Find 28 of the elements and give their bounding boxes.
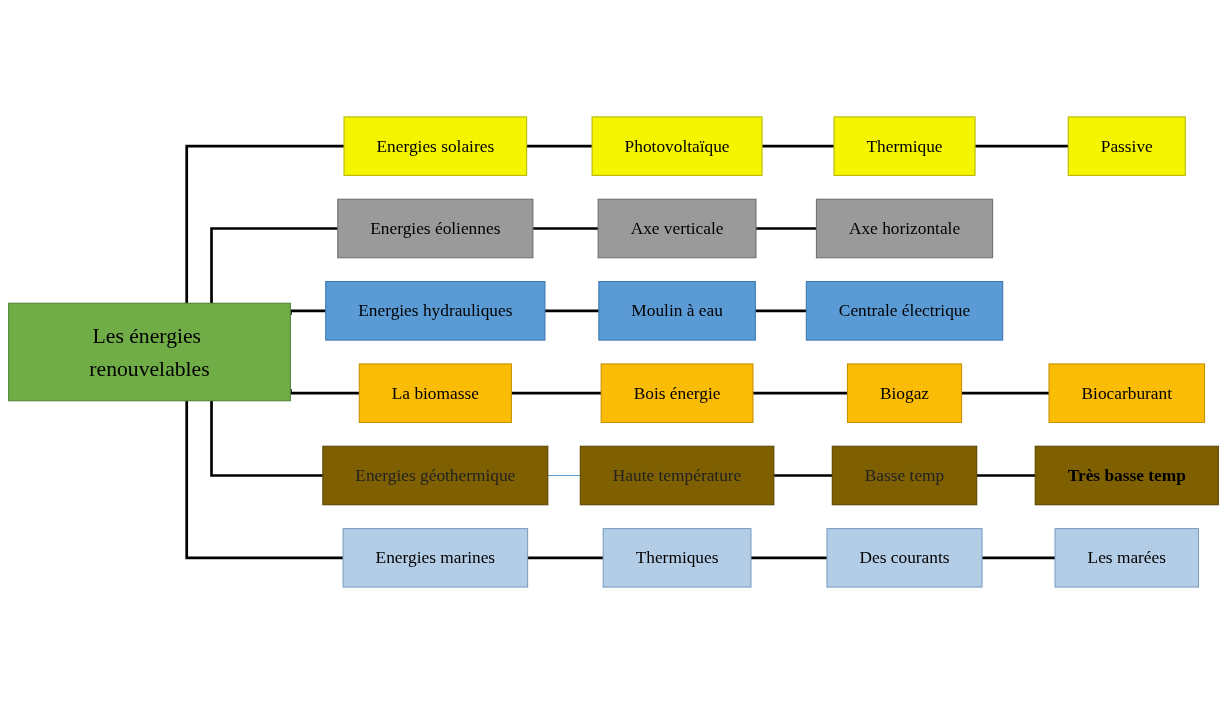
node-box: Très basse temp	[1034, 445, 1219, 506]
connector	[210, 400, 323, 477]
node-box: Thermiques	[602, 528, 752, 588]
connector	[185, 400, 344, 560]
node-box: Energies éoliennes	[337, 198, 534, 259]
connector	[185, 144, 345, 304]
node-box: Basse temp	[831, 445, 978, 506]
node-box: Bois énergie	[600, 363, 754, 423]
node-box: Moulin à eau	[598, 281, 756, 341]
node-box: Biocarburant	[1048, 363, 1206, 423]
node-box: Les énergies renouvelables	[8, 302, 291, 402]
node-box: Energies solaires	[343, 116, 528, 176]
node-box: Centrale électrique	[805, 281, 1004, 341]
node-box: Haute température	[579, 445, 775, 506]
node-box: Axe horizontale	[815, 198, 994, 259]
node-box: Photovoltaïque	[591, 116, 763, 176]
connector	[210, 227, 338, 304]
node-box: Les marées	[1054, 528, 1200, 588]
connector	[547, 474, 581, 477]
node-box: Passive	[1067, 116, 1186, 176]
node-box: Energies marines	[342, 528, 529, 588]
node-box: Axe verticale	[597, 198, 757, 259]
node-box: La biomasse	[358, 363, 512, 423]
node-box: Energies hydrauliques	[325, 281, 546, 341]
node-box: Energies géothermique	[322, 445, 549, 506]
node-box: Des courants	[826, 528, 983, 588]
node-box: Biogaz	[846, 363, 963, 423]
node-box: Thermique	[833, 116, 976, 176]
